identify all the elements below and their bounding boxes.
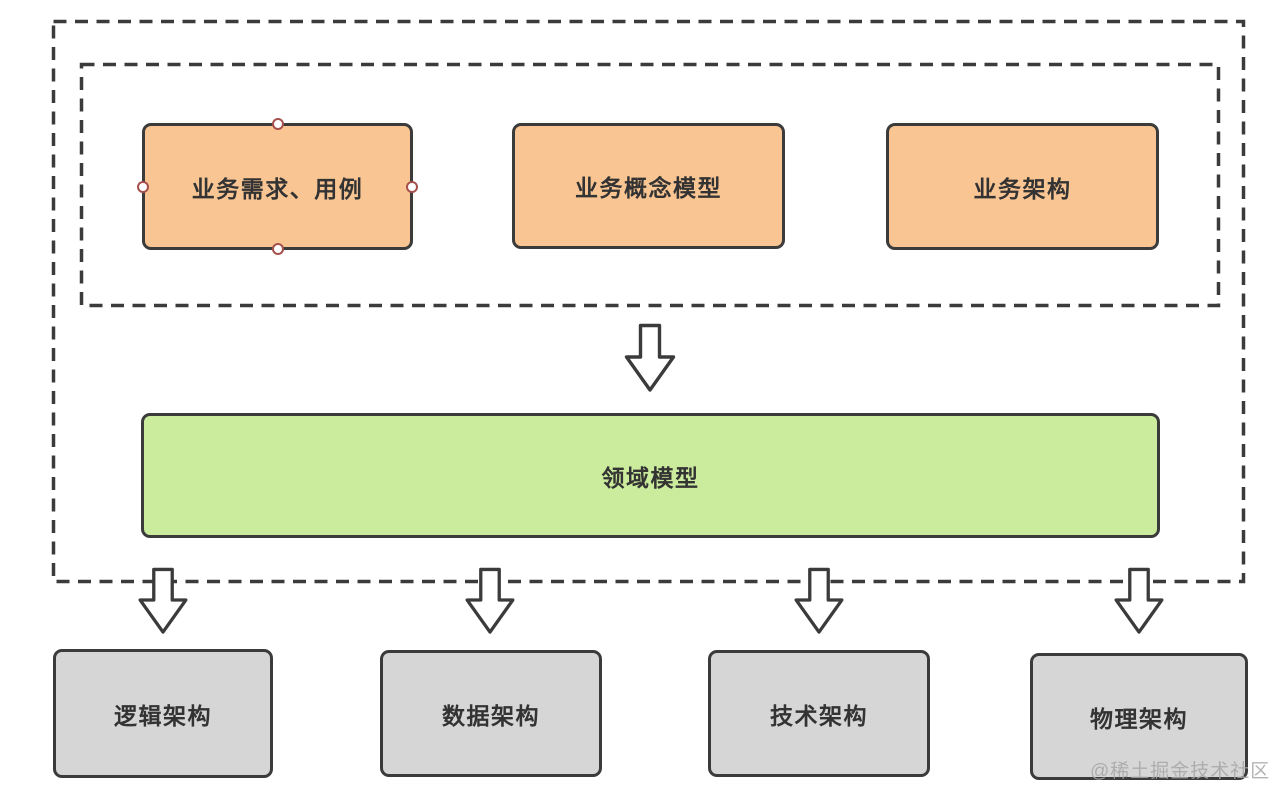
selection-handle-top[interactable]	[271, 118, 284, 130]
node-business-architecture-label: 业务架构	[973, 175, 1072, 202]
flow-arrow-to-technical-architecture[interactable]	[792, 567, 846, 635]
selection-handle-right[interactable]	[406, 180, 418, 193]
node-data-architecture-label: 数据架构	[442, 702, 540, 729]
node-business-architecture[interactable]: 业务架构	[886, 123, 1159, 250]
flow-arrow-to-data-architecture[interactable]	[463, 567, 517, 635]
node-business-concept-model[interactable]: 业务概念模型	[512, 123, 785, 249]
flow-arrow-to-logical-architecture[interactable]	[136, 567, 190, 635]
node-business-requirements[interactable]: 业务需求、用例	[137, 118, 418, 255]
node-technical-architecture-label: 技术架构	[770, 702, 868, 729]
selection-handle-bottom[interactable]	[271, 243, 284, 255]
node-logical-architecture-label: 逻辑架构	[114, 702, 212, 729]
node-physical-architecture-label: 物理架构	[1090, 705, 1188, 732]
node-domain-model[interactable]: 领域模型	[141, 413, 1160, 538]
juejin-watermark: @稀土掘金技术社区	[1090, 761, 1271, 782]
business-group-dashed-border[interactable]	[79, 62, 1221, 308]
node-business-concept-model-label: 业务概念模型	[575, 175, 722, 201]
selection-handle-left[interactable]	[137, 180, 149, 193]
model-group-dashed-border[interactable]	[51, 19, 1246, 584]
node-data-architecture[interactable]: 数据架构	[380, 650, 602, 777]
node-logical-architecture[interactable]: 逻辑架构	[53, 649, 273, 778]
node-business-requirements-label: 业务需求、用例	[191, 175, 364, 202]
flow-arrow-to-domain-model[interactable]	[624, 323, 676, 393]
flow-arrow-to-physical-architecture[interactable]	[1112, 567, 1166, 635]
node-physical-architecture[interactable]: 物理架构	[1030, 653, 1248, 780]
node-domain-model-label: 领域模型	[601, 464, 700, 491]
node-technical-architecture[interactable]: 技术架构	[708, 650, 930, 777]
